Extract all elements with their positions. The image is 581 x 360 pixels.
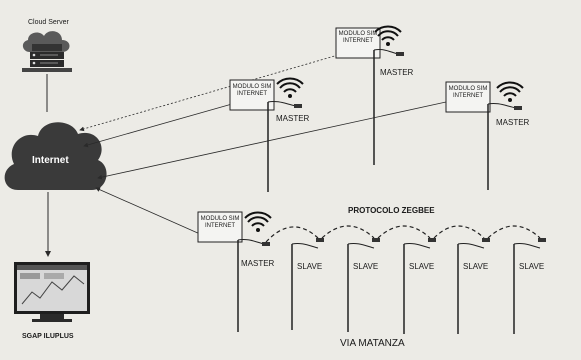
zegbee-links: [266, 226, 540, 242]
cloud-server-icon: [22, 31, 72, 72]
slave-label-4: SLAVE: [463, 262, 488, 271]
slave-label-1: SLAVE: [297, 262, 322, 271]
master-2-label: MASTER: [276, 114, 309, 123]
master-unit-4: [198, 212, 271, 332]
cloud-server-label: Cloud Server: [28, 19, 69, 26]
master-3-label: MASTER: [496, 118, 529, 127]
internet-label: Internet: [32, 155, 69, 166]
slave-label-5: SLAVE: [519, 262, 544, 271]
street-label: VIA MATANZA: [340, 338, 405, 349]
sgap-label: SGAP ILUPLUS: [22, 333, 74, 340]
link-master-3: [98, 102, 446, 178]
link-master-2: [84, 104, 232, 146]
link-master-4: [96, 188, 200, 234]
monitor-icon: [14, 262, 90, 322]
slave-label-3: SLAVE: [409, 262, 434, 271]
wifi-icon: [277, 78, 303, 98]
protocol-label: PROTOCOLO ZEGBEE: [348, 206, 435, 215]
master-1-label: MASTER: [380, 68, 413, 77]
slave-poles: [292, 238, 546, 334]
slave-label-2: SLAVE: [353, 262, 378, 271]
master-unit-1: [336, 26, 404, 165]
master-4-label: MASTER: [241, 259, 274, 268]
wifi-icon: [245, 212, 271, 232]
wifi-icon: [497, 82, 523, 102]
